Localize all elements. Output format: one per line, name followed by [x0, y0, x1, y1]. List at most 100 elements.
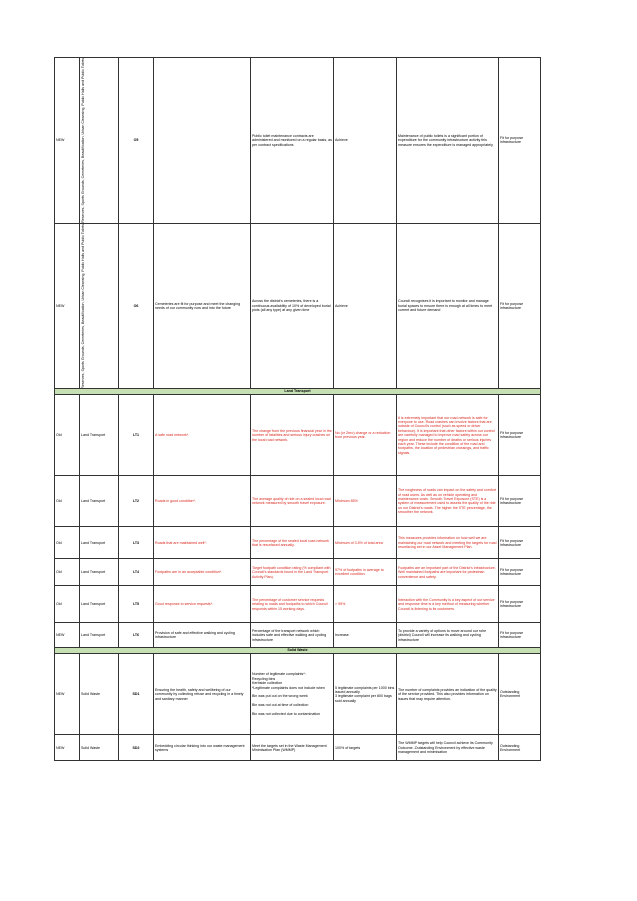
rationale-cell: Interaction with the Community is a key …	[396, 585, 499, 624]
status-cell: Old	[54, 394, 80, 477]
measure-line: Bin was not out at time of collection	[252, 703, 309, 708]
objective-cell: Roads that are maintained well*.	[153, 526, 251, 560]
measure-line: *Legitimate complaints does not include …	[252, 685, 325, 690]
measure-code: O5	[118, 57, 154, 224]
community-outcome-cell: Fit for purpose infrastructure	[498, 222, 541, 390]
rationale-cell: Maintenance of public toilets is a signi…	[396, 57, 499, 224]
rationale-cell: To provide a variety of options to move …	[396, 622, 499, 649]
measure-code: LT4	[118, 558, 154, 587]
objective-cell: Footpaths are in an acceptable condition…	[153, 558, 251, 587]
objective-cell: Cemeteries are fit for purpose and meet …	[153, 222, 251, 390]
community-outcome-cell: Fit for purpose infrastructure	[498, 622, 541, 649]
rationale-cell: The roughness of roads can impact on the…	[396, 475, 499, 528]
service-group-cell: Land Transport	[79, 526, 119, 560]
community-outcome-cell: Fit for purpose infrastructure	[498, 475, 541, 528]
measure-cell: Number of legitimate complaints*:Recycli…	[250, 653, 334, 736]
measure-code: LT1	[118, 394, 154, 477]
target-cell: Achieve	[333, 222, 397, 390]
status-cell: Old	[54, 585, 80, 624]
measure-code: SD2	[118, 734, 154, 762]
measure-line: Kerbside collection	[252, 681, 283, 686]
objective-cell: Provision of safe and effective walking …	[153, 622, 251, 649]
target-cell: 100% of targets	[333, 734, 397, 762]
measure-cell: Public toilet maintenance contracts are …	[250, 57, 334, 224]
measure-code: SD1	[118, 653, 154, 736]
measure-line: Number of legitimate complaints*:	[252, 672, 306, 677]
status-cell: NEW	[54, 653, 80, 736]
rationale-cell: Council recognises it is important to mo…	[396, 222, 499, 390]
rationale-cell: It is extremely important that our road …	[396, 394, 499, 477]
target-cell: 97% of footpaths in average to excellent…	[333, 558, 397, 587]
status-cell: NEW	[54, 622, 80, 649]
measure-code: LT2	[118, 475, 154, 528]
target-cell: 5 legitimate complaints per 1000 bins is…	[333, 653, 397, 736]
objective-cell	[153, 57, 251, 224]
community-outcome-cell: Fit for purpose infrastructure	[498, 585, 541, 624]
service-group-label: Reserves, Sports Grounds, Cemeteries, Be…	[81, 58, 85, 223]
target-cell: Minimum of 3.5% of total area	[333, 526, 397, 560]
measure-cell: Percentage of the transport network whic…	[250, 622, 334, 649]
measure-cell: The average quality of ride on a sealed …	[250, 475, 334, 528]
objective-cell: Embedding circular thinking into our was…	[153, 734, 251, 762]
objective-cell: Ensuring the health, safety and wellbein…	[153, 653, 251, 736]
status-cell: Old	[54, 475, 80, 528]
rationale-cell: The WMMP targets will help Council achie…	[396, 734, 499, 762]
measure-code: LT3	[118, 526, 154, 560]
service-group-cell: Land Transport	[79, 558, 119, 587]
objective-cell: A safe road network*.	[153, 394, 251, 477]
service-group-label: Reserves, Sports Grounds, Cemeteries, Be…	[81, 223, 85, 389]
status-cell: NEW	[54, 222, 80, 390]
measure-code: O6	[118, 222, 154, 390]
measure-line: Recycling bins	[252, 676, 276, 681]
community-outcome-cell: Fit for purpose infrastructure	[498, 57, 541, 224]
community-outcome-cell: Outstanding Environment	[498, 653, 541, 736]
measure-line: Bin was not collected due to contaminati…	[252, 712, 321, 717]
measure-cell: Target footpath condition rating (% comp…	[250, 558, 334, 587]
community-outcome-cell: Fit for purpose infrastructure	[498, 558, 541, 587]
measure-cell: Meet the targets set in the Waste Manage…	[250, 734, 334, 762]
service-group-cell: Reserves, Sports Grounds, Cemeteries, Be…	[79, 57, 119, 224]
service-group-cell: Land Transport	[79, 585, 119, 624]
measure-line: Bin was put out on the wrong week	[252, 694, 308, 699]
service-group-cell: Reserves, Sports Grounds, Cemeteries, Be…	[79, 222, 119, 390]
rationale-cell: Footpaths are an important part of the D…	[396, 558, 499, 587]
status-cell: NEW	[54, 57, 80, 224]
target-cell: Achieve	[333, 57, 397, 224]
community-outcome-cell: Fit for purpose infrastructure	[498, 394, 541, 477]
community-outcome-cell: Fit for purpose infrastructure	[498, 526, 541, 560]
objective-cell: Roads in good condition*.	[153, 475, 251, 528]
target-cell: Increase	[333, 622, 397, 649]
target-cell: > 95%	[333, 585, 397, 624]
community-outcome-cell: Outstanding Environment	[498, 734, 541, 762]
rationale-cell: The number of complaints provides an ind…	[396, 653, 499, 736]
target-cell: No (or Zero) change or a reduction from …	[333, 394, 397, 477]
status-cell: Old	[54, 558, 80, 587]
measure-cell: The percentage of the sealed local road …	[250, 526, 334, 560]
rationale-cell: This measures provides information on ho…	[396, 526, 499, 560]
objective-cell: Good response to service requests*.	[153, 585, 251, 624]
service-group-cell: Land Transport	[79, 394, 119, 477]
measure-code: LT6	[118, 622, 154, 649]
status-cell: NEW	[54, 734, 80, 762]
status-cell: Old	[54, 526, 80, 560]
measure-cell: The change from the previous financial y…	[250, 394, 334, 477]
measure-code: LT5	[118, 585, 154, 624]
measure-cell: The percentage of customer service reque…	[250, 585, 334, 624]
service-group-cell: Solid Waste	[79, 653, 119, 736]
service-group-cell: Land Transport	[79, 622, 119, 649]
measure-cell: Across the district's cemeteries, there …	[250, 222, 334, 390]
service-group-cell: Land Transport	[79, 475, 119, 528]
service-group-cell: Solid Waste	[79, 734, 119, 762]
target-cell: Minimum 85%	[333, 475, 397, 528]
